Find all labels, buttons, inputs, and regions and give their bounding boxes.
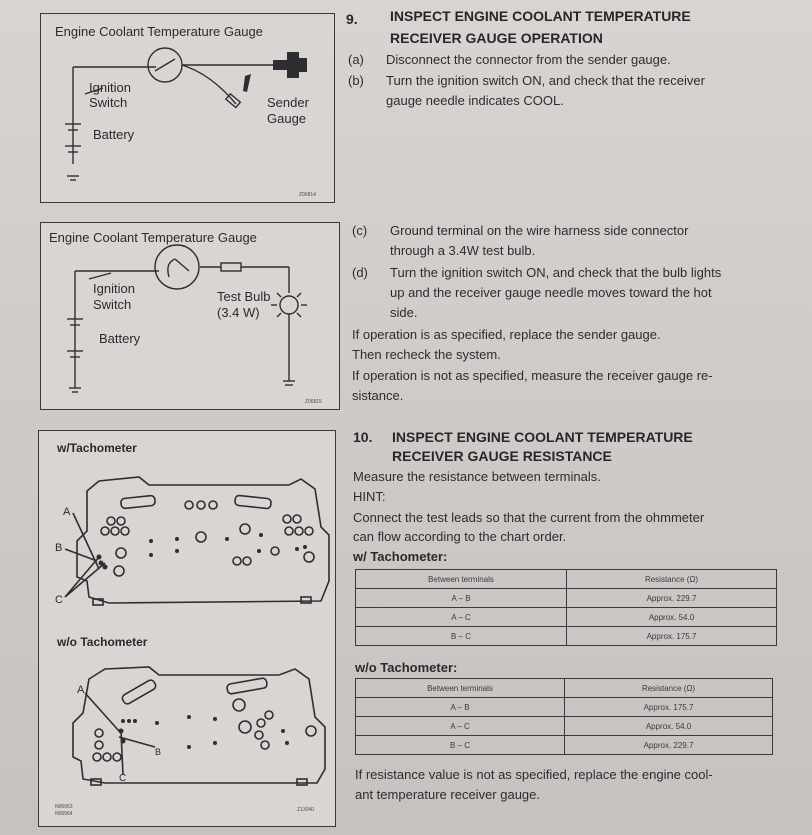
step-b: (b) Turn the ignition switch ON, and che… — [348, 71, 808, 111]
table-cell: Approx. 54.0 — [566, 607, 777, 627]
figure-sender-gauge-circuit: Engine Coolant Temperature Gauge Ignitio… — [40, 13, 335, 203]
section10-number: 10. — [353, 429, 373, 445]
step-c: (c) Ground terminal on the wire harness … — [352, 221, 808, 261]
step-a-mark: (a) — [348, 52, 364, 67]
step-c-line1: Ground terminal on the wire harness side… — [390, 223, 689, 238]
step-d-line3: side. — [390, 305, 418, 320]
fig3-letter-a-bottom: A — [77, 684, 85, 696]
section10-hint-line2: can flow according to the chart order. — [353, 529, 567, 544]
gauge-cluster-diagram — [64, 476, 330, 786]
fig3-code: Z13040 — [297, 807, 314, 813]
footer-line-2: ant temperature receiver gauge. — [355, 787, 540, 802]
fig1-title: Engine Coolant Temperature Gauge — [55, 24, 263, 39]
step-a-text: Disconnect the connector from the sender… — [386, 52, 671, 67]
fig3-without-tach-label: w/o Tachometer — [57, 635, 148, 649]
fig1-sender-label-2: Gauge — [267, 111, 307, 126]
circuit-diagram-1 — [65, 47, 307, 181]
table-row: A – C Approx. 54.0 — [355, 716, 773, 736]
section10-title-line2: RECEIVER GAUGE RESISTANCE — [392, 448, 612, 464]
fig3-letter-a-top: A — [63, 506, 71, 518]
fig2-battery-label: Battery — [99, 331, 141, 346]
table-cell: A – C — [355, 607, 567, 627]
note-line-3: If operation is not as specified, measur… — [352, 368, 713, 383]
table-row: B – C Approx. 175.7 — [355, 626, 777, 646]
table-cell: A – B — [355, 588, 567, 608]
table-cell: A – B — [355, 697, 565, 717]
section9-title-line1: INSPECT ENGINE COOLANT TEMPERATURE — [390, 8, 691, 24]
table-header-cell: Resistance (Ω) — [564, 678, 773, 698]
table2-label: w/o Tachometer: — [355, 660, 458, 675]
table-row: B – C Approx. 229.7 — [355, 735, 773, 755]
note-line-1: If operation is as specified, replace th… — [352, 327, 661, 342]
fig2-ignition-label-2: Switch — [93, 297, 132, 312]
fig1-ignition-label-2: Switch — [89, 95, 128, 110]
fig3-letter-b-top: B — [55, 542, 63, 554]
fig1-code: Z06814 — [299, 192, 316, 198]
section9-number: 9. — [346, 11, 358, 27]
section10-hint-line1: Connect the test leads so that the curre… — [353, 510, 705, 525]
note-line-2: Then recheck the system. — [352, 347, 501, 362]
fig3-with-tach-label: w/Tachometer — [57, 441, 137, 455]
fig3-code-1: N06963 — [55, 804, 73, 810]
step-d-mark: (d) — [352, 265, 368, 280]
fig3-letter-b-bottom: B — [155, 747, 162, 757]
table-cell: B – C — [355, 626, 567, 646]
section10-hint-label: HINT: — [353, 489, 386, 504]
table-cell: A – C — [355, 716, 565, 736]
figure-gauge-terminals: w/Tachometer w/o Tachometer A B C A B C … — [38, 430, 336, 827]
table1-label: w/ Tachometer: — [353, 549, 448, 564]
table-cell: B – C — [355, 735, 565, 755]
table-header-cell: Resistance (Ω) — [566, 569, 777, 589]
table-row: A – C Approx. 54.0 — [355, 607, 777, 627]
step-b-line1: Turn the ignition switch ON, and check t… — [386, 73, 705, 88]
fig2-ignition-label-1: Ignition — [93, 281, 135, 296]
fig1-battery-label: Battery — [93, 127, 135, 142]
table-header-row: Between terminals Resistance (Ω) — [355, 569, 777, 589]
figure-test-bulb-circuit: Engine Coolant Temperature Gauge Ignitio… — [40, 222, 340, 410]
table-row: A – B Approx. 175.7 — [355, 697, 773, 717]
fig3-letter-c-top: C — [55, 594, 63, 606]
table-header-row: Between terminals Resistance (Ω) — [355, 678, 773, 698]
fig3-code-2: N06964 — [55, 811, 73, 817]
resistance-table-with-tach: Between terminals Resistance (Ω) A – B A… — [355, 569, 777, 646]
table-cell: Approx. 229.7 — [566, 588, 777, 608]
step-d-line1: Turn the ignition switch ON, and check t… — [390, 265, 722, 280]
fig1-sender-label-1: Sender — [267, 95, 309, 110]
table-header-cell: Between terminals — [355, 678, 565, 698]
resistance-table-without-tach: Between terminals Resistance (Ω) A – B A… — [355, 678, 773, 755]
section9-title-line2: RECEIVER GAUGE OPERATION — [390, 30, 603, 46]
table-cell: Approx. 175.7 — [566, 626, 777, 646]
step-d: (d) Turn the ignition switch ON, and che… — [352, 263, 808, 323]
table-cell: Approx. 175.7 — [564, 697, 773, 717]
fig2-bulb-label-1: Test Bulb — [217, 289, 271, 304]
circuit-diagram-2 — [67, 244, 307, 393]
fig3-letter-c-bottom: C — [119, 773, 127, 784]
step-b-line2: gauge needle indicates COOL. — [386, 93, 564, 108]
fig1-ignition-label-1: Ignition — [89, 80, 131, 95]
step-b-mark: (b) — [348, 73, 364, 88]
table-header-cell: Between terminals — [355, 569, 567, 589]
section10-title-line1: INSPECT ENGINE COOLANT TEMPERATURE — [392, 429, 693, 445]
fig2-title: Engine Coolant Temperature Gauge — [49, 230, 257, 245]
table-row: A – B Approx. 229.7 — [355, 588, 777, 608]
table-cell: Approx. 229.7 — [564, 735, 773, 755]
step-c-line2: through a 3.4W test bulb. — [390, 243, 536, 258]
footer-line-1: If resistance value is not as specified,… — [355, 767, 713, 782]
step-c-mark: (c) — [352, 223, 368, 238]
step-a: (a) Disconnect the connector from the se… — [348, 50, 808, 70]
fig2-bulb-label-2: (3.4 W) — [217, 305, 260, 320]
note-line-4: sistance. — [352, 388, 404, 403]
section10-intro: Measure the resistance between terminals… — [353, 469, 601, 484]
fig2-code: Z06815 — [305, 399, 322, 405]
table-cell: Approx. 54.0 — [564, 716, 773, 736]
step-d-line2: up and the receiver gauge needle moves t… — [390, 285, 712, 300]
